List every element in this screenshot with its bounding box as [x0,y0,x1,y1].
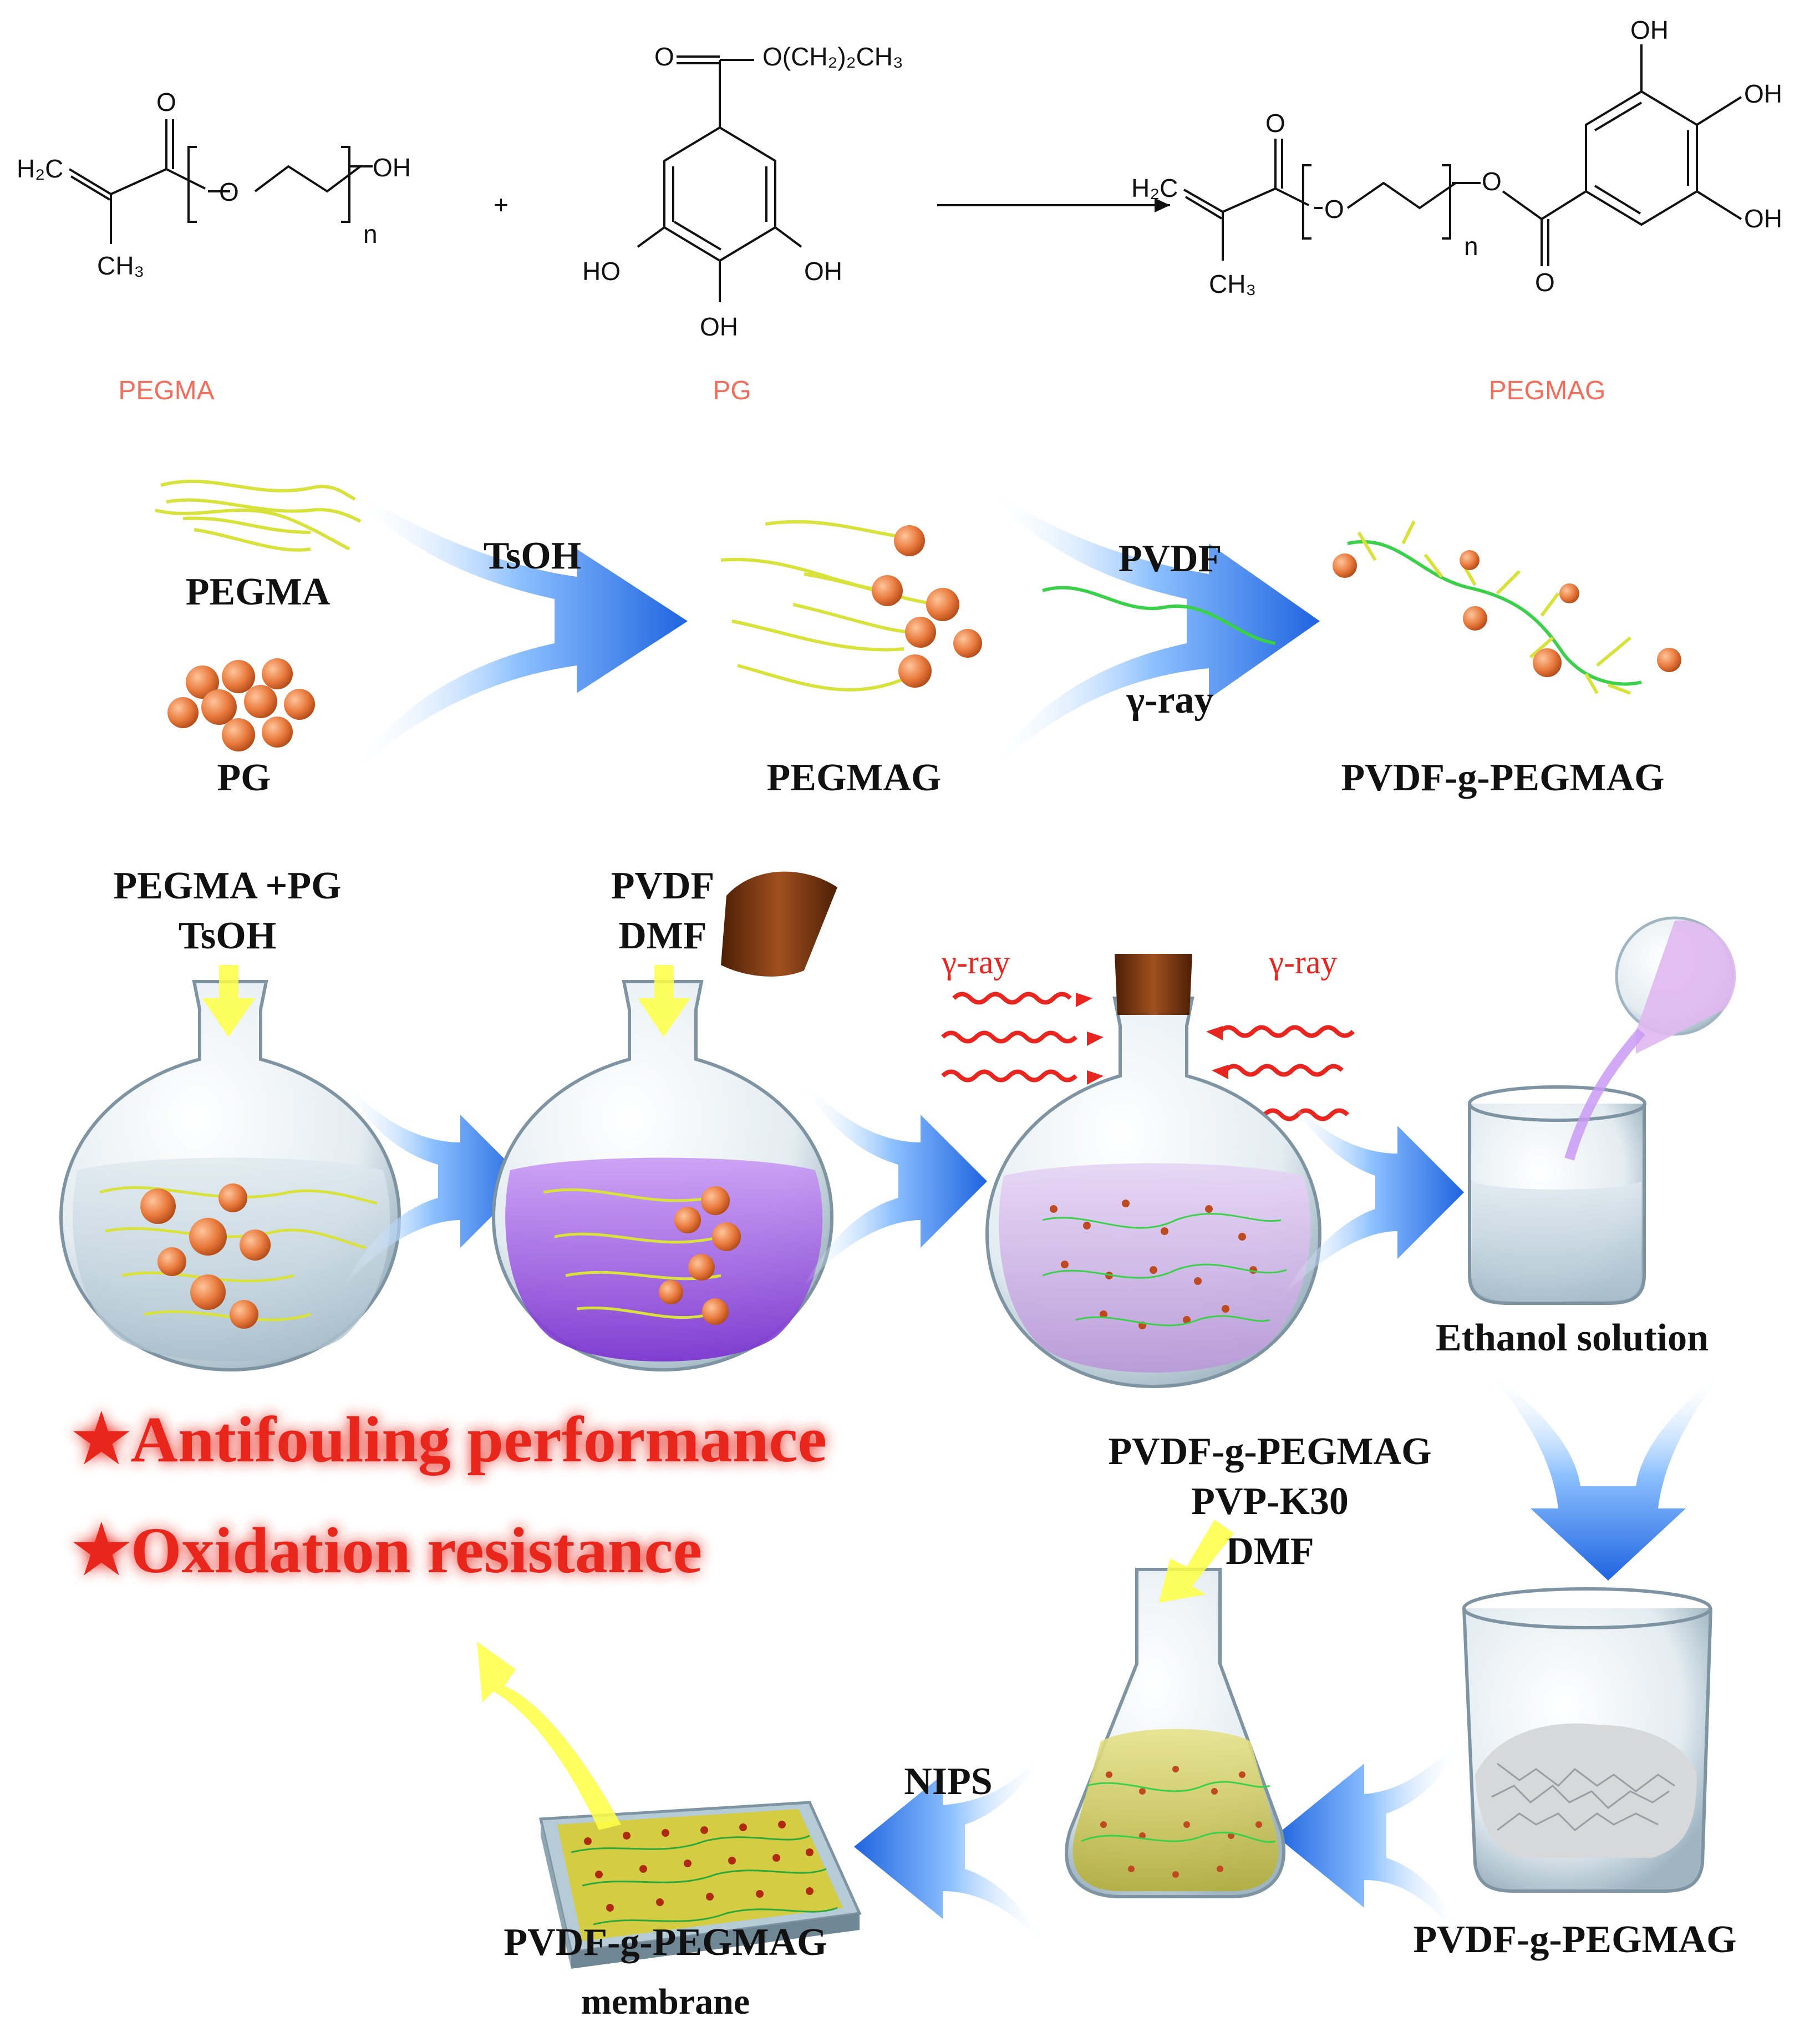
scheme-gamma-label: γ-ray [1126,679,1213,722]
nips-label: NIPS [904,1760,992,1803]
reaction-arrow [937,198,1170,212]
pegmag-h2c-label: H₂C [1131,174,1178,202]
flask1-add-line1: PEGMA +PG [113,865,341,907]
scheme-pvdf-label: PVDF [1119,537,1222,580]
process-row-2: ★Antifouling performance ★Oxidation resi… [72,1370,1737,1969]
pegma-ring-o: O [219,177,239,206]
scheme-pegma-label: PEGMA [186,571,331,613]
scheme-pg-label: PG [217,756,271,799]
pg-structure: O O(CH₂)₂CH₃ HO OH OH [582,42,903,341]
pegmag-structure: H₂C O CH₃ O n O O OH OH OH [1131,16,1782,298]
flask2-add-line1: PVDF [611,865,715,907]
yellow-up-arrow [477,1642,621,1830]
arrow-flask-to-membrane [854,1752,1048,1952]
arrow-flask3-to-beaker [1281,1098,1464,1298]
flask-3 [985,954,1322,1389]
pegmag-ch3-label: CH₃ [1209,270,1256,298]
gamma-ray-left-label: γ-ray [941,944,1010,980]
pegmag-oh-1: OH [1630,16,1669,44]
pegma-h2c-label: H₂C [17,154,63,183]
yellow-pour-arrow-1 [202,965,255,1037]
pegmag-ester-o: O [1482,167,1502,196]
pegma-name: PEGMA [118,376,214,405]
scheme-tsoh-label: TsOH [484,535,581,577]
flask1-add-line2: TsOH [179,915,276,957]
synthesis-scheme: PEGMA PG TsOH [155,479,1681,799]
pg-name: PG [713,376,751,405]
membrane-label-line2: membrane [581,1982,750,2022]
powder-label: PVDF-g-PEGMAG [1413,1918,1736,1961]
arrow-flask2-to-flask3 [799,1076,987,1287]
pg-ho-left: HO [582,257,621,286]
pegmag-chain-o: O [1324,195,1344,223]
property-antifouling: ★Antifouling performance [72,1403,827,1476]
pegma-n-label: n [363,220,378,248]
ethanol-beaker [1468,916,1736,1305]
scheme-pegmag-label: PEGMAG [767,756,942,799]
arrow-flask1-to-flask2 [338,1076,527,1287]
pg-ester-label: O(CH₂)₂CH₃ [762,42,903,71]
pegma-chains [155,479,362,552]
pg-oh-bottom: OH [700,312,738,341]
pegma-structure: H₂C O CH₃ O OH n [17,88,411,280]
flask-1 [59,980,401,1372]
pg-carbonyl-o: O [654,42,674,71]
yellow-pour-arrow-2 [638,965,690,1037]
gamma-ray-right-label: γ-ray [1268,944,1337,980]
pegmag-oh-2: OH [1744,79,1782,108]
membrane-label-line1: PVDF-g-PEGMAG [504,1921,827,1964]
swoosh-arrow-2 [987,488,1320,776]
arrow-down-to-powder [1486,1370,1725,1581]
flask2-add-line2: DMF [618,915,706,957]
scheme-product-label: PVDF-g-PEGMAG [1341,756,1664,799]
cast-solution-line3: DMF [1226,1530,1314,1573]
pegmag-n-label: n [1464,232,1478,261]
pegmag-carbonyl-o: O [1265,109,1285,138]
pegmag-oh-3: OH [1744,204,1782,233]
pg-balls [167,658,315,751]
cast-solution-line1: PVDF-g-PEGMAG [1108,1430,1431,1473]
pegma-ch3-label: CH₃ [97,251,144,280]
grafted-copolymer [1333,520,1681,695]
arrow-powder-to-flask [1275,1736,1464,1947]
pegmag-bottom-o: O [1535,268,1555,297]
flask-2 [491,980,834,1372]
plus-sign: + [494,190,509,219]
erlenmeyer-flask [1065,1568,1286,1898]
gamma-ray-waves [941,992,1355,1121]
pegma-carbonyl-o: O [156,88,176,116]
pegmag-molecules [720,520,982,692]
powder-beaker [1462,1587,1712,1893]
yellow-pour-arrow-3 [1159,1520,1234,1603]
cast-solution-line2: PVP-K30 [1191,1480,1349,1523]
ethanol-solution-label: Ethanol solution [1436,1317,1709,1359]
pg-oh-right: OH [804,257,842,286]
cork-stopper-icon [721,871,837,977]
property-oxidation: ★Oxidation resistance [72,1514,702,1587]
swoosh-arrow-1 [349,488,688,776]
pegma-oh-label: OH [373,153,411,182]
pegmag-name: PEGMAG [1489,376,1606,405]
process-row-1: PEGMA +PG TsOH PVDF DM [59,865,1736,1389]
reaction-equation: H₂C O CH₃ O OH n PEGMA + O O(CH₂)₂CH₃ HO… [17,16,1782,405]
membrane [538,1801,862,1969]
